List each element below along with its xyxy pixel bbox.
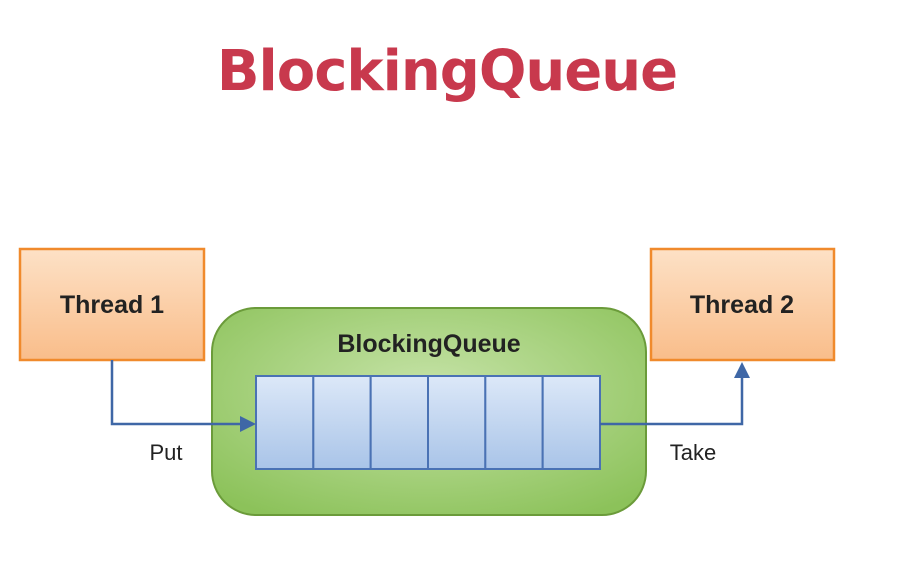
- take-arrow-head: [734, 362, 750, 378]
- thread-2-node: Thread 2: [649, 247, 836, 362]
- put-arrow-line: [110, 360, 244, 426]
- queue-slot: [369, 375, 430, 470]
- thread-2-box: [649, 247, 836, 362]
- queue-slot: [484, 375, 544, 470]
- page-title: BlockingQueue: [217, 39, 677, 104]
- queue-slot: [427, 375, 487, 470]
- take-arrow-line: [600, 376, 744, 426]
- put-edge: Put: [110, 360, 256, 465]
- thread-2-label: Thread 2: [690, 291, 794, 319]
- queue-slot: [541, 375, 601, 470]
- put-label: Put: [149, 440, 182, 465]
- put-arrow-head: [240, 416, 256, 432]
- queue-slots: [255, 375, 601, 470]
- take-edge: Take: [600, 362, 750, 465]
- blocking-queue-node: BlockingQueue: [211, 307, 647, 516]
- thread-1-node: Thread 1: [18, 247, 206, 362]
- queue-slot: [255, 375, 315, 470]
- take-label: Take: [670, 440, 716, 465]
- queue-slot: [312, 375, 372, 470]
- thread-1-label: Thread 1: [60, 291, 164, 319]
- thread-1-box: [18, 247, 206, 362]
- blocking-queue-label: BlockingQueue: [337, 330, 520, 358]
